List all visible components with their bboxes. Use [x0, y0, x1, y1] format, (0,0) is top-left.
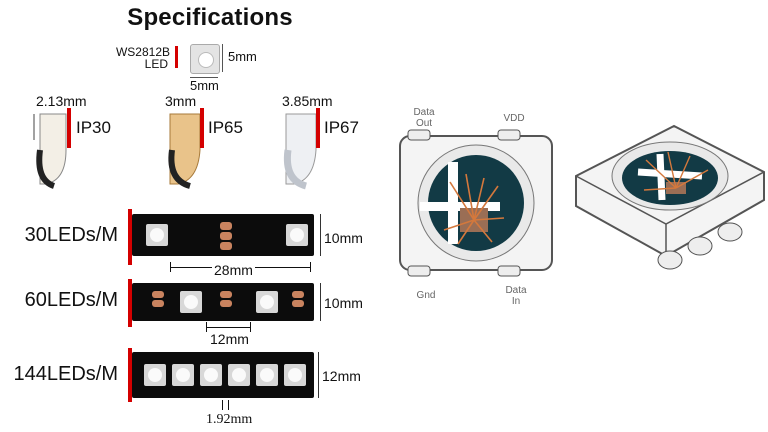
- rating-ip: IP65: [208, 118, 243, 137]
- rating-thickness: 2.13mm: [36, 93, 87, 109]
- led-chip-image: [190, 44, 220, 74]
- pin-vdd-label: VDD: [503, 113, 525, 124]
- strip-red-marker: [128, 348, 132, 402]
- pitch-line: [206, 327, 250, 328]
- strip-roll-image: [276, 110, 328, 190]
- pin-data-out-label: Data Out: [413, 107, 435, 129]
- led-dim-line-h: [190, 77, 218, 78]
- led-sub: LED: [144, 57, 168, 71]
- led-strip-image: [132, 283, 314, 321]
- strip-width-line: [320, 214, 321, 256]
- strip-red-marker: [128, 209, 132, 265]
- led-name: WS2812B: [115, 45, 170, 59]
- ip-red-marker: [316, 108, 320, 148]
- strip-pitch: 1.92mm: [206, 412, 253, 427]
- strip-width-line: [318, 352, 319, 398]
- strip-width: 10mm: [324, 230, 363, 246]
- pin-gnd-label: Gnd: [416, 290, 436, 301]
- ip-red-marker: [67, 108, 71, 148]
- strip-width-line: [320, 283, 321, 321]
- strip-width: 12mm: [322, 368, 361, 384]
- strip-width: 10mm: [324, 295, 363, 311]
- page-title: Specifications: [127, 4, 293, 31]
- strip-roll-image: [160, 110, 212, 190]
- strip-label: 60LEDs/M: [24, 289, 118, 311]
- led-strip-image: [132, 214, 314, 256]
- strip-label: 144LEDs/M: [13, 363, 119, 385]
- strip-pitch: 28mm: [212, 262, 255, 278]
- pitch-tick: [222, 400, 223, 410]
- led-dim-line-v: [222, 44, 223, 72]
- led-strip-image: [132, 352, 314, 398]
- rating-ip: IP67: [324, 118, 359, 137]
- led-top-view: [399, 129, 553, 277]
- pitch-tick: [228, 400, 229, 410]
- pin-data-in-label: Data In: [505, 285, 527, 307]
- strip-red-marker: [128, 279, 132, 327]
- strip-pitch: 12mm: [210, 331, 249, 347]
- led-iso-view: [575, 124, 765, 270]
- led-size-right: 5mm: [228, 49, 257, 64]
- rating-thickness: 3.85mm: [282, 93, 333, 109]
- pitch-tick: [250, 322, 251, 332]
- led-size-bottom: 5mm: [190, 78, 219, 93]
- strip-label: 30LEDs/M: [24, 224, 118, 246]
- pitch-tick: [310, 262, 311, 272]
- rating-thickness: 3mm: [165, 93, 197, 109]
- led-package-diagram: [399, 124, 765, 277]
- ip-red-marker: [200, 108, 204, 148]
- led-red-marker: [175, 46, 178, 68]
- strip-roll-image: [26, 110, 80, 190]
- rating-ip: IP30: [76, 118, 111, 137]
